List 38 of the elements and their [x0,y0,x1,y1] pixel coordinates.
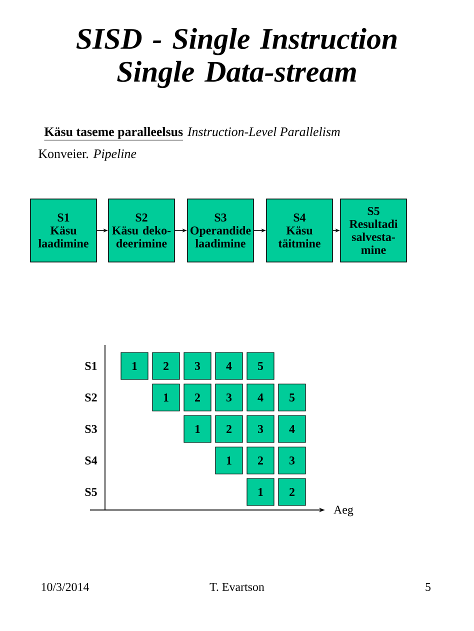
instruction-cell: 1 [246,478,274,506]
instruction-cell: 3 [184,352,212,380]
subheading-translation: Pipeline [93,149,136,161]
heading-text: Käsu taseme paralleelsus [44,127,184,140]
footer-text: T. Evartson [210,583,264,591]
instruction-cell: 3 [246,415,274,443]
stage-label: S2 [85,393,97,402]
stage-box: S2 Käsu deko-deerimine [108,198,175,262]
stage-box: S4 Käsu täitmine [266,198,333,262]
footer-text: 10/3/2014 [42,582,90,592]
instruction-cell: 1 [120,352,148,380]
instruction-cell: 3 [215,384,243,412]
subheading-text: Konveier. [38,149,88,158]
stage-box: S3 Operandide laadimine [187,198,254,262]
stage-label: S1 [85,362,97,370]
instruction-cell: 2 [184,384,212,412]
instruction-cell: 2 [152,352,180,380]
stage-box: S5 Resultadi salvesta-mine [340,198,407,262]
instruction-cell: 5 [246,352,274,380]
stage-label: S3 [85,424,97,433]
heading-translation: Instruction-Level Parallelism [187,127,340,136]
instruction-cell: 3 [278,446,306,474]
instruction-cell: 5 [278,384,306,412]
instruction-cell: 4 [246,384,274,412]
instruction-cell: 1 [184,415,212,443]
stage-label: S5 [85,488,97,496]
instruction-cell: 4 [278,415,306,443]
instruction-cell: 2 [246,446,274,474]
instruction-cell: 1 [215,446,243,474]
instruction-cell: 4 [215,352,243,380]
stage-label: S4 [85,456,98,464]
title: SISD - Single Instruction Single Data-stream [76,28,397,88]
instruction-cell: 2 [215,415,243,443]
axis-label: Aeg [334,506,354,516]
instruction-cell: 1 [152,384,180,412]
stage-box: S1 Käsu laadimine [30,198,97,262]
footer-text: 5 [426,583,431,591]
instruction-cell: 2 [278,478,306,506]
